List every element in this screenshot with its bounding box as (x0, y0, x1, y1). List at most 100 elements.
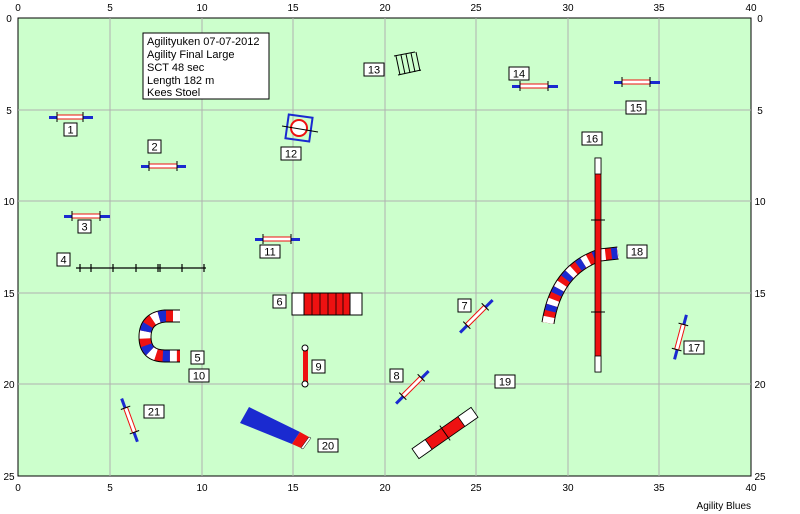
chute-20 (240, 407, 312, 450)
tunnel-6 (291, 292, 363, 316)
aframe-19 (411, 406, 479, 460)
obstacle-number-14: 14 (508, 66, 530, 81)
x-tick: 15 (287, 3, 299, 14)
y-tick: 10 (754, 197, 766, 208)
y-tick: 25 (3, 472, 15, 483)
obstacle-number-3: 3 (77, 219, 92, 234)
obstacle-number-16: 16 (581, 131, 603, 146)
course-info-line: Agilityuken 07-07-2012 (147, 36, 260, 48)
jump-14 (512, 81, 558, 91)
obstacle-number-2: 2 (147, 139, 162, 154)
x-tick: 0 (15, 3, 21, 14)
obstacle-number-6: 6 (272, 294, 287, 309)
x-tick: 10 (196, 3, 208, 14)
svg-text:2: 2 (151, 142, 157, 154)
x-tick: 25 (470, 3, 482, 14)
x-axis-bottom: 0 5 10 15 20 25 30 35 40 (15, 483, 757, 494)
course-info-line: Length 182 m (147, 75, 214, 87)
svg-text:19: 19 (499, 377, 511, 389)
x-tick: 20 (379, 3, 391, 14)
x-tick: 5 (107, 483, 113, 494)
jump-21 (120, 398, 140, 443)
jump-17 (671, 314, 689, 360)
x-tick: 0 (15, 483, 21, 494)
obstacle-number-21: 21 (143, 404, 165, 419)
x-tick: 40 (745, 3, 757, 14)
x-tick: 35 (653, 483, 665, 494)
tyre-12 (281, 113, 319, 143)
svg-text:15: 15 (630, 103, 642, 115)
y-tick: 10 (3, 197, 15, 208)
obstacle-number-8: 8 (389, 368, 404, 383)
obstacle-number-1: 1 (63, 122, 78, 137)
x-tick: 30 (562, 483, 574, 494)
jump-3 (64, 211, 110, 221)
credit-label: Agility Blues (697, 501, 751, 512)
svg-text:1: 1 (67, 125, 73, 137)
svg-text:5: 5 (194, 353, 200, 365)
y-tick: 20 (3, 380, 15, 391)
jump-2 (141, 161, 186, 171)
y-tick: 0 (757, 14, 763, 25)
svg-text:16: 16 (586, 134, 598, 146)
svg-text:13: 13 (368, 65, 380, 77)
y-tick: 5 (6, 106, 12, 117)
svg-text:14: 14 (513, 69, 525, 81)
obstacle-number-20: 20 (317, 438, 339, 453)
course-info-box: Agilityuken 07-07-2012 Agility Final Lar… (142, 32, 270, 100)
x-tick: 5 (107, 3, 113, 14)
svg-text:20: 20 (322, 441, 334, 453)
longjump-9 (301, 344, 309, 388)
x-tick: 15 (287, 483, 299, 494)
dogwalk-16 (591, 157, 605, 373)
obstacle-number-18: 18 (626, 244, 648, 259)
obstacle-number-10: 10 (188, 368, 210, 383)
obstacle-number-4: 4 (56, 252, 71, 267)
course-info-line: SCT 48 sec (147, 62, 205, 74)
svg-text:7: 7 (461, 301, 467, 313)
obstacle-number-13: 13 (363, 62, 385, 77)
svg-text:3: 3 (81, 222, 87, 234)
svg-text:8: 8 (393, 371, 399, 383)
jump-1 (49, 112, 93, 122)
course-info-line: Kees Stoel (147, 87, 200, 99)
x-tick: 35 (653, 3, 665, 14)
svg-text:9: 9 (315, 362, 321, 374)
weave-13 (393, 51, 422, 76)
obstacle-number-7: 7 (457, 298, 472, 313)
x-tick: 25 (470, 483, 482, 494)
x-tick: 20 (379, 483, 391, 494)
obstacle-number-5: 5 (190, 350, 205, 365)
obstacle-number-9: 9 (311, 359, 326, 374)
y-axis-right: 0 5 10 15 20 25 (754, 14, 766, 483)
jump-15 (614, 77, 660, 87)
svg-text:4: 4 (60, 255, 66, 267)
x-axis-top: 0 5 10 15 20 25 30 35 40 (15, 3, 757, 14)
obstacle-number-11: 11 (259, 244, 281, 259)
dogwalk-4 (76, 264, 206, 272)
obstacle-number-12: 12 (280, 146, 302, 161)
y-tick: 0 (6, 14, 12, 25)
y-tick: 15 (754, 289, 766, 300)
y-tick: 25 (754, 472, 766, 483)
y-axis-left: 0 5 10 15 20 25 (3, 14, 15, 483)
x-tick: 10 (196, 483, 208, 494)
obstacle-number-19: 19 (494, 374, 516, 389)
svg-text:18: 18 (631, 247, 643, 259)
svg-text:10: 10 (193, 371, 205, 383)
course-info-line: Agility Final Large (147, 49, 234, 61)
obstacle-number-17: 17 (683, 340, 705, 355)
svg-text:6: 6 (276, 297, 282, 309)
jump-7 (459, 299, 494, 334)
svg-text:12: 12 (285, 149, 297, 161)
svg-text:11: 11 (264, 247, 275, 259)
svg-text:21: 21 (148, 407, 160, 419)
tunnel-5 (138, 309, 180, 363)
y-tick: 15 (3, 289, 15, 300)
y-tick: 20 (754, 380, 766, 391)
jump-8 (395, 370, 430, 405)
jump-11 (255, 234, 300, 244)
x-tick: 30 (562, 3, 574, 14)
obstacle-number-15: 15 (625, 100, 647, 115)
